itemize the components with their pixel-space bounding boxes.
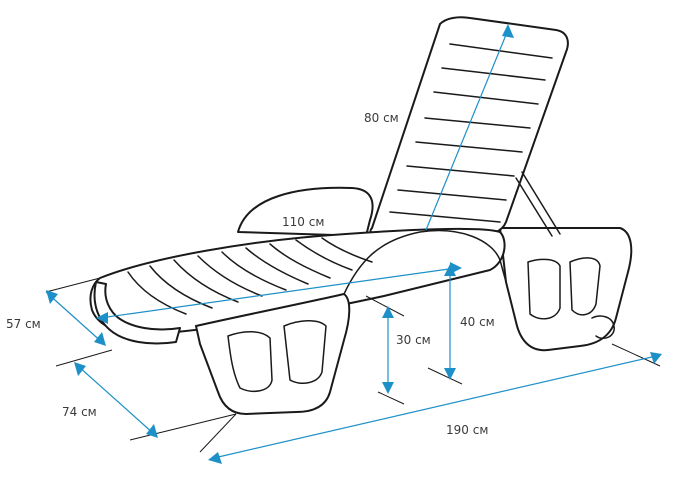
dim-back-height-arrow-a bbox=[444, 264, 456, 276]
dim-total-length-line bbox=[213, 355, 657, 459]
dim-width-base-line bbox=[77, 365, 155, 435]
dim-backrest-line bbox=[425, 29, 509, 231]
label-width-front: 57 см bbox=[6, 317, 41, 331]
side-frame bbox=[343, 229, 507, 295]
dim-width-base-arrow-a bbox=[74, 362, 86, 376]
dim-back-height-arrow-b bbox=[444, 368, 456, 380]
rear-armrest bbox=[237, 186, 374, 237]
dim-seat-line bbox=[99, 267, 457, 319]
backrest-support bbox=[515, 171, 561, 237]
dim-width-front-line bbox=[45, 291, 105, 345]
front-housing-panel-1 bbox=[227, 331, 273, 393]
front-end bbox=[93, 281, 181, 345]
dim-total-length-arrow-a bbox=[208, 452, 222, 464]
seat-slats bbox=[127, 237, 373, 315]
rear-housing-panel-2 bbox=[569, 257, 601, 316]
label-backrest-length: 80 см bbox=[364, 111, 399, 125]
dim-seat-arrow-start bbox=[96, 312, 108, 324]
label-back-height: 40 см bbox=[460, 315, 495, 329]
dimension-labels: 80 см 110 см 57 см 74 см 30 см 40 см 190… bbox=[6, 111, 495, 437]
rear-housing-panel-1 bbox=[527, 258, 561, 320]
extension-lines bbox=[45, 277, 661, 453]
rear-housing bbox=[499, 227, 633, 352]
dim-seat-height-arrow-a bbox=[382, 306, 394, 318]
dimension-lines bbox=[45, 24, 662, 464]
label-seat-height: 30 см bbox=[396, 333, 431, 347]
dim-width-base-arrow-b bbox=[146, 424, 158, 438]
sun-lounger bbox=[89, 16, 633, 415]
dim-total-length-arrow-b bbox=[650, 352, 662, 364]
dim-width-front-arrow-a bbox=[46, 290, 58, 304]
dim-backrest-arrow bbox=[502, 24, 514, 38]
label-total-length: 190 см bbox=[446, 423, 488, 437]
label-seat-length: 110 см bbox=[282, 215, 324, 229]
front-housing-panel-2 bbox=[283, 320, 327, 385]
wheel bbox=[591, 315, 615, 340]
dim-seat-height-arrow-b bbox=[382, 382, 394, 394]
front-housing bbox=[195, 293, 351, 415]
backrest-slats bbox=[389, 43, 553, 223]
label-width-base: 74 см bbox=[62, 405, 97, 419]
dim-width-front-arrow-b bbox=[94, 332, 106, 346]
backrest bbox=[369, 16, 569, 237]
